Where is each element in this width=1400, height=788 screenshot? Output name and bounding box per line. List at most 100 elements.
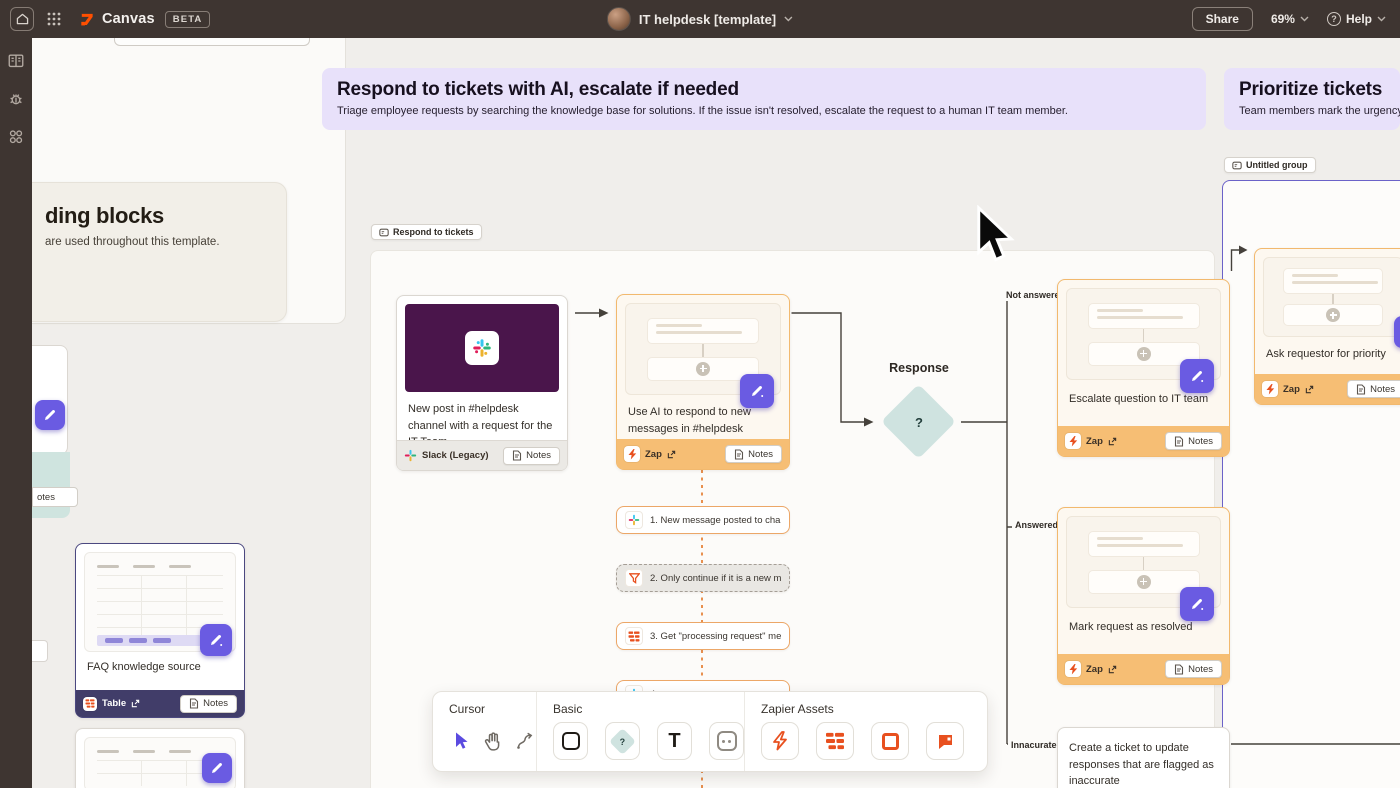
tables-asset-tool[interactable]: [816, 722, 854, 760]
edit-button[interactable]: [740, 374, 774, 408]
node-slack-trigger[interactable]: New post in #helpdesk channel with a req…: [396, 295, 568, 471]
document-title-menu[interactable]: IT helpdesk [template]: [606, 7, 793, 31]
edit-button[interactable]: [1180, 359, 1214, 393]
interfaces-asset-tool[interactable]: [871, 722, 909, 760]
banner-respond-tickets[interactable]: Respond to tickets with AI, escalate if …: [322, 68, 1206, 130]
zap-step-2[interactable]: 2. Only continue if it is a new m...: [616, 564, 790, 592]
group-pill-respond[interactable]: Respond to tickets: [371, 224, 482, 240]
notes-button[interactable]: Notes: [725, 445, 782, 463]
zap-preview: [1066, 516, 1221, 621]
branch-label-not-answered: Not answered: [1003, 289, 1069, 301]
node-title: Escalate question to IT team: [1069, 393, 1209, 405]
rectangle-tool[interactable]: [553, 722, 588, 760]
branch-label-answered: Answered: [1012, 519, 1062, 531]
chevron-down-icon: [1300, 16, 1309, 22]
node-footer: Zap Notes: [1058, 426, 1229, 456]
notes-button[interactable]: Notes: [1165, 660, 1222, 678]
building-blocks-subtitle: are used throughout this template.: [45, 236, 220, 248]
edit-button[interactable]: [35, 400, 65, 430]
banner-subtitle: Triage employee requests by searching th…: [337, 105, 1068, 117]
avatar: [606, 7, 631, 31]
app-tag: Slack (Legacy): [404, 449, 489, 462]
apps-grid-icon[interactable]: [46, 11, 62, 27]
note-icon: [190, 698, 199, 709]
node-title: FAQ knowledge source: [87, 661, 201, 673]
help-label: Help: [1345, 12, 1372, 26]
banner-prioritize-tickets[interactable]: Prioritize tickets Team members mark the…: [1224, 68, 1400, 130]
notes-button[interactable]: Notes: [503, 446, 560, 465]
app-label: Slack (Legacy): [422, 450, 489, 461]
frame-tool[interactable]: [709, 722, 744, 760]
zap-asset-tool[interactable]: [761, 722, 799, 760]
notes-button[interactable]: Notes: [1165, 432, 1222, 450]
group-pill-untitled[interactable]: Untitled group: [1224, 157, 1316, 173]
home-button[interactable]: [10, 7, 34, 31]
zap-step-1[interactable]: 1. New message posted to channel: [616, 506, 790, 534]
node-faq-table[interactable]: FAQ knowledge source Table Notes: [75, 543, 245, 718]
slack-icon: [473, 339, 491, 357]
decision-symbol: ?: [915, 414, 923, 430]
section-label: Basic: [553, 702, 583, 716]
toolbar-section-zapier-assets: Zapier Assets: [744, 692, 987, 771]
external-link-icon: [1108, 665, 1117, 673]
app-tag: Table: [83, 696, 140, 711]
building-blocks-card[interactable]: ding blocks are used throughout this tem…: [32, 182, 287, 322]
pencil-icon: [1192, 599, 1204, 610]
edit-button[interactable]: [1394, 316, 1400, 348]
frame-icon: [716, 731, 737, 751]
group-icon: [379, 228, 389, 236]
zoom-level: 69%: [1270, 12, 1295, 26]
tables-icon: [826, 732, 844, 750]
tables-icon: [628, 631, 640, 641]
zap-icon: [773, 731, 787, 751]
node-priority-zap[interactable]: Ask requestor for priority Zap Notes: [1254, 248, 1400, 405]
notes-button[interactable]: Notes: [180, 694, 237, 713]
canvas-toolbar: Cursor: [432, 691, 988, 772]
app-label: Zap: [645, 448, 662, 460]
partial-table-card[interactable]: [75, 728, 245, 788]
bug-icon[interactable]: [7, 90, 25, 108]
partial-pill-left: [32, 640, 48, 662]
connector-icon: [516, 732, 532, 749]
app-tag: Zap: [624, 446, 676, 462]
filter-icon: [628, 572, 640, 584]
step-label: 1. New message posted to channel: [650, 514, 781, 526]
edit-button[interactable]: [202, 753, 232, 783]
note-icon: [1175, 435, 1184, 447]
home-icon: [16, 13, 28, 25]
node-create-ticket[interactable]: Create a ticket to update responses that…: [1057, 727, 1230, 788]
hand-tool[interactable]: [481, 725, 504, 757]
partial-card-left[interactable]: [32, 345, 68, 455]
pencil-icon: [211, 635, 223, 646]
pencil-icon: [1192, 371, 1204, 382]
node-escalate-zap[interactable]: Escalate question to IT team Zap Notes: [1057, 279, 1230, 457]
node-title: Create a ticket to update responses that…: [1069, 742, 1214, 787]
help-menu[interactable]: ? Help: [1326, 12, 1386, 26]
chatbots-asset-tool[interactable]: [926, 722, 964, 760]
zap-step-3[interactable]: 3. Get "processing request" me...: [616, 622, 790, 650]
zoom-control[interactable]: 69%: [1271, 12, 1309, 26]
app-tag: Zap: [1065, 661, 1117, 677]
decision-tool[interactable]: ?: [605, 722, 640, 760]
node-resolved-zap[interactable]: Mark request as resolved Zap Notes: [1057, 507, 1230, 685]
notes-button[interactable]: Notes: [1347, 380, 1400, 398]
edit-button[interactable]: [1180, 587, 1214, 621]
banner-title: Prioritize tickets: [1239, 79, 1383, 100]
mouse-cursor: [972, 204, 1018, 272]
select-cursor-tool[interactable]: [449, 725, 472, 757]
node-use-ai-zap[interactable]: Use AI to respond to new messages in #he…: [616, 294, 790, 470]
decision-diamond[interactable]: ?: [881, 384, 956, 459]
notes-label: Notes: [526, 450, 551, 461]
chatbots-icon: [938, 734, 952, 749]
components-icon[interactable]: [7, 128, 25, 146]
chevron-down-icon: [784, 16, 793, 22]
edit-button[interactable]: [200, 624, 232, 656]
notes-button-partial[interactable]: otes: [32, 487, 78, 507]
zap-bolt-icon: [1069, 663, 1077, 674]
text-tool[interactable]: T: [657, 722, 692, 760]
notes-label: Notes: [203, 698, 228, 709]
reader-icon[interactable]: [7, 52, 25, 70]
section-label: Zapier Assets: [761, 702, 834, 716]
connector-tool[interactable]: [513, 725, 536, 757]
share-button[interactable]: Share: [1191, 7, 1253, 31]
